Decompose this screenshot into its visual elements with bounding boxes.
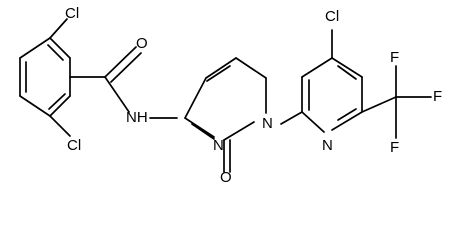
bond-pyridine-cf3 (361, 96, 397, 113)
pyridine-double-1 (337, 65, 357, 80)
pyridine-double-3 (337, 108, 357, 121)
ring-bond-4 (235, 57, 267, 79)
bond-c6-c1 (19, 37, 51, 59)
aromatic-double-1 (47, 44, 64, 61)
pyrimidine-n-upper-label: N (262, 115, 273, 132)
pyrimidine-n-lower-label: N (213, 137, 224, 154)
pyridine-bond-3 (331, 57, 363, 78)
ring-bond-1 (184, 117, 215, 138)
bond-to-cl-top-left (49, 18, 68, 39)
ring-bond-2 (223, 121, 255, 141)
ring-bond-5 (205, 57, 237, 79)
bond-carbonyl-oxygen-2 (110, 52, 142, 83)
bond-c1-c2 (49, 37, 71, 59)
fluorine-top-label: F (390, 49, 399, 66)
chlorine-top-left-label: Cl (65, 5, 79, 22)
bond-carbonyl-n (104, 76, 130, 113)
pyrimidinone-oxygen-label: O (220, 169, 232, 186)
pyridine-bond-5 (331, 111, 363, 131)
dichlorophenyl-ring (19, 37, 71, 117)
bond-c4-c5 (19, 95, 51, 117)
ring-double-1 (191, 123, 215, 140)
fluorine-right-label: F (433, 88, 442, 105)
chlorine-bottom-left-label: Cl (67, 137, 81, 154)
ring-double-2 (206, 65, 231, 82)
fluorine-bottom-label: F (390, 139, 399, 156)
chemical-structure: Cl Cl O NH N N O Cl N F F F (19, 5, 442, 186)
pyridine-bond-6 (301, 111, 325, 133)
bond-c3-c4 (49, 95, 71, 117)
carbonyl-oxygen-label: O (136, 35, 148, 52)
aromatic-double-3 (48, 93, 66, 110)
pyridine-chlorine-label: Cl (325, 8, 339, 25)
pyridine-n-label: N (322, 137, 333, 154)
bond-to-cl-bottom-left (49, 115, 71, 137)
bond-carbonyl-oxygen-1 (104, 46, 137, 78)
amide-nh-label: NH (126, 109, 148, 126)
bond-n1-pyridine (280, 111, 303, 125)
ring-bond-6 (184, 77, 207, 119)
pyridine-bond-2 (301, 57, 333, 78)
